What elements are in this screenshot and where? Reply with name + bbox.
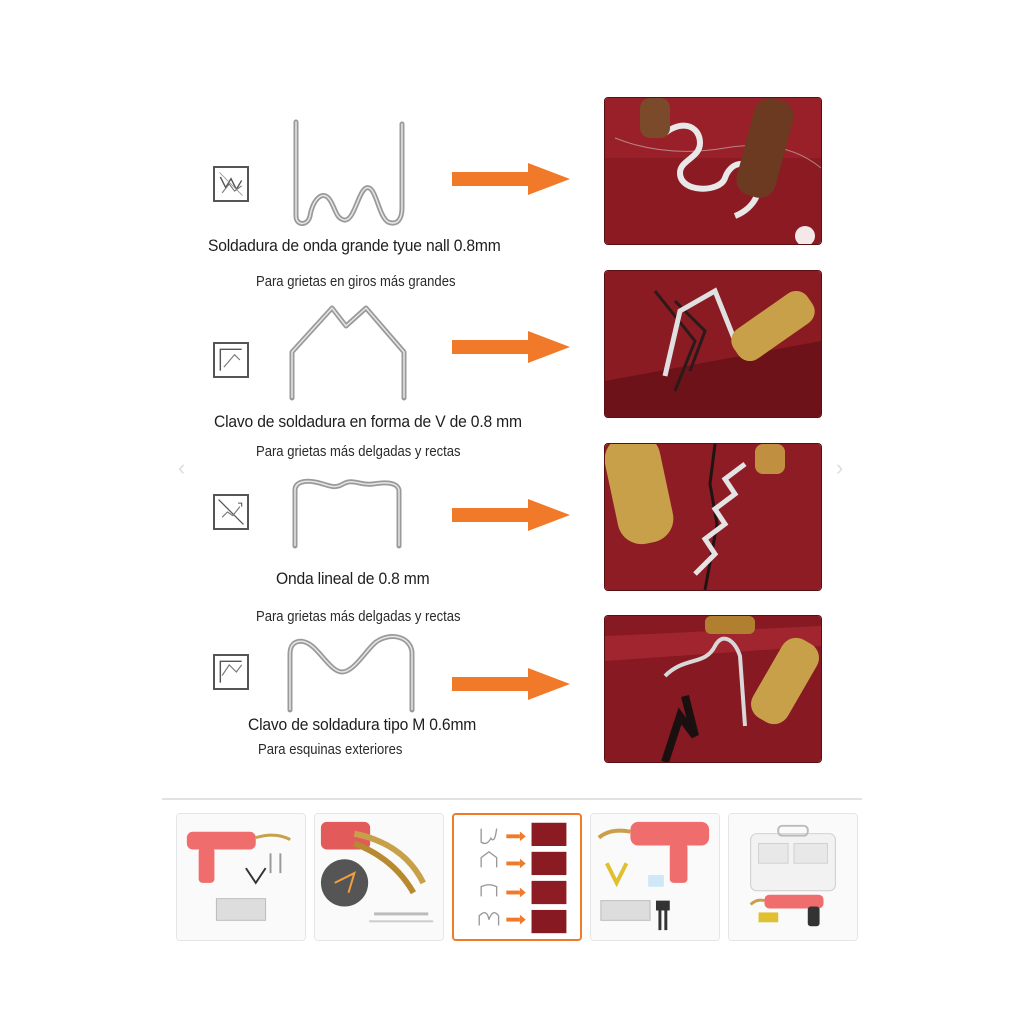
thumb-carry-case[interactable]	[728, 813, 858, 941]
thumb-heated-tip[interactable]	[314, 813, 444, 941]
thumb-welder-kit[interactable]	[176, 813, 306, 941]
v-staple-image	[289, 305, 407, 401]
corner-staple-icon	[213, 342, 249, 378]
row-subtitle: Para grietas en giros más grandes	[256, 274, 456, 290]
row-title: Clavo de soldadura tipo M 0.6mm	[248, 715, 477, 734]
m-staple-image	[287, 634, 415, 713]
row-subtitle: Para esquinas exteriores	[258, 742, 403, 758]
arrow-right-icon	[452, 499, 570, 531]
wave-staple-crack-icon	[213, 166, 249, 202]
row-title: Soldadura de onda grande tyue nall 0.8mm	[208, 236, 501, 255]
row-title: Onda lineal de 0.8 mm	[276, 569, 430, 588]
arrow-right-icon	[452, 163, 570, 195]
wave-staple-image	[293, 119, 405, 226]
prev-image-icon[interactable]: ‹	[178, 455, 186, 480]
linear-wave-staple-image	[292, 478, 402, 549]
next-image-icon[interactable]: ›	[836, 455, 844, 480]
thumb-welder-accessories[interactable]	[590, 813, 720, 941]
arrow-right-icon	[452, 668, 570, 700]
thumb-staple-types[interactable]	[452, 813, 582, 941]
outside-corner-icon	[213, 654, 249, 690]
row-subtitle: Para grietas más delgadas y rectas	[256, 609, 461, 625]
arrow-right-icon	[452, 331, 570, 363]
row-title: Clavo de soldadura en forma de V de 0.8 …	[214, 412, 522, 431]
v-staple-repair-photo	[605, 271, 821, 417]
wave-staple-repair-photo	[605, 98, 821, 244]
product-main-image: ‹ › Soldadura de onda grande tyue nall 0…	[178, 98, 844, 762]
flat-wave-crack-icon	[213, 494, 249, 530]
gallery-divider	[162, 798, 862, 800]
row-subtitle: Para grietas más delgadas y rectas	[256, 444, 461, 460]
m-staple-repair-photo	[605, 616, 821, 762]
linear-wave-repair-photo	[605, 444, 821, 590]
